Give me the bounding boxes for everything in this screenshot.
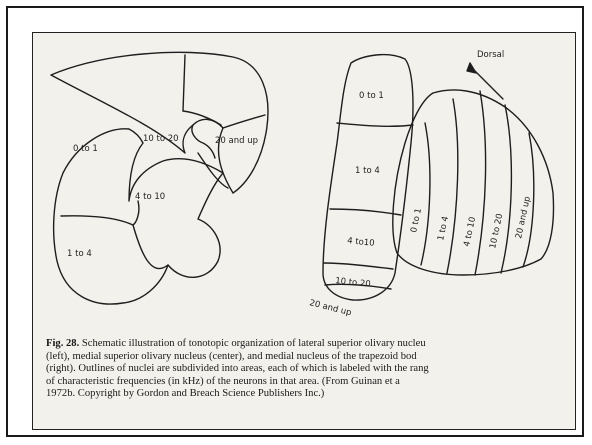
mntb-label-0-1: 0 to 1 — [409, 207, 424, 233]
lso-outline — [50, 51, 269, 305]
lso-label-4-10: 4 to 10 — [135, 192, 165, 202]
mso-label-20-up: 20 and up — [308, 298, 352, 318]
mso-label-1-4: 1 to 4 — [355, 166, 380, 176]
dorsal-label: Dorsal — [477, 50, 504, 60]
mso-outline — [322, 53, 414, 301]
page-border: 0 to 1 1 to 4 4 to 10 10 to 20 20 and up… — [6, 6, 584, 437]
caption-line-3: (right). Outlines of nuclei are subdivid… — [46, 363, 429, 375]
caption-line-1: Fig. 28. Schematic illustration of tonot… — [46, 338, 575, 351]
mntb-outline — [392, 89, 555, 276]
caption-line-5: 1972b. Copyright by Gordon and Breach Sc… — [46, 388, 325, 400]
lso-label-20-up: 20 and up — [215, 136, 258, 146]
caption-line-2: (left), medial superior olivary nucleus … — [46, 350, 417, 362]
tonotopic-figure: 0 to 1 1 to 4 4 to 10 10 to 20 20 and up… — [50, 50, 555, 318]
mso-label-10-20: 10 to 20 — [335, 276, 371, 290]
caption-text-1: Schematic illustration of tonotopic orga… — [79, 338, 426, 349]
dorsal-arrow — [466, 62, 504, 100]
mso-label-0-1: 0 to 1 — [359, 91, 384, 101]
lso-label-0-1: 0 to 1 — [73, 144, 98, 154]
figure-panel: 0 to 1 1 to 4 4 to 10 10 to 20 20 and up… — [32, 32, 576, 430]
mntb-label-4-10: 4 to 10 — [462, 216, 478, 248]
mso-label-4-10: 4 to10 — [347, 236, 375, 249]
lso-label-1-4: 1 to 4 — [67, 249, 92, 259]
mntb-label-1-4: 1 to 4 — [436, 215, 451, 241]
mntb-label-20-up: 20 and up — [514, 195, 533, 239]
caption-line-4: of characteristic frequencies (in kHz) o… — [46, 375, 400, 387]
figure-caption: Fig. 28. Schematic illustration of tonot… — [46, 338, 575, 401]
mntb-label-10-20: 10 to 20 — [488, 213, 505, 250]
figure-number: Fig. 28. — [46, 338, 80, 349]
lso-label-10-20: 10 to 20 — [143, 134, 179, 144]
